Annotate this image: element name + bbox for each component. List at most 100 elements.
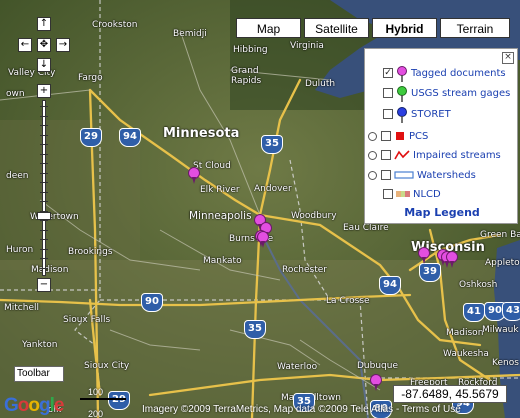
zoom-tick: [40, 267, 48, 269]
zoom-tick: [40, 115, 48, 117]
zoom-tick: [40, 106, 48, 107]
pan-center-button[interactable]: ✥: [37, 38, 51, 52]
zoom-tick: [40, 125, 48, 126]
map-type-satellite-button[interactable]: Satellite: [304, 18, 369, 38]
zoom-tick: [40, 191, 48, 193]
tagged-document-marker[interactable]: [446, 251, 458, 268]
legend-item-pcs: PCS: [365, 129, 428, 143]
legend-item-watersheds: Watersheds: [365, 168, 476, 182]
legend-checkbox[interactable]: [381, 170, 391, 180]
place-label: Bemidji: [173, 29, 207, 39]
legend-radio[interactable]: [368, 131, 377, 141]
place-label: La Crosse: [326, 296, 370, 306]
scale-bar: [80, 398, 126, 400]
legend-checkbox[interactable]: [383, 88, 393, 98]
place-label: Virginia: [290, 41, 324, 51]
place-label: Dubuque: [357, 361, 399, 371]
zoom-tick: [40, 220, 48, 221]
map-type-terrain-button[interactable]: Terrain: [440, 18, 510, 38]
legend-item-nlcd: NLCD: [383, 187, 441, 201]
zoom-tick: [40, 144, 48, 145]
place-label: Kenos: [492, 358, 519, 368]
legend-radio[interactable]: [368, 170, 377, 180]
highway-shield: 80: [370, 400, 392, 418]
nlcd-swatch-icon: [396, 187, 410, 201]
highway-shield: 35: [293, 393, 315, 412]
tagged-document-marker[interactable]: [257, 231, 269, 248]
place-label: Brookings: [68, 247, 113, 257]
map-type-map-button[interactable]: Map: [236, 18, 301, 38]
zoom-tick: [40, 182, 48, 183]
legend-radio[interactable]: [368, 150, 377, 160]
map-legend-panel: × ✓ Tagged documents USGS stream gages S…: [364, 48, 518, 224]
legend-item-label: PCS: [409, 130, 429, 142]
place-label: Waterloo: [277, 362, 318, 372]
place-label: Woodbury: [291, 211, 337, 221]
place-label: Huron: [6, 245, 34, 255]
red-line-icon: [394, 148, 410, 162]
place-label: Rochester: [282, 265, 327, 275]
legend-item-tagged-documents: ✓ Tagged documents: [383, 66, 506, 82]
highway-shield: 29: [80, 128, 102, 147]
green-pin-icon: [396, 86, 408, 102]
highway-shield: 29: [108, 391, 130, 410]
place-label: Waukesha: [443, 349, 489, 359]
legend-item-storet: STORET: [383, 107, 451, 123]
place-label: Elk River: [200, 185, 240, 195]
pan-left-button[interactable]: ←: [18, 38, 32, 52]
blue-rect-icon: [394, 168, 414, 182]
legend-checkbox[interactable]: [381, 131, 391, 141]
google-logo[interactable]: Google: [4, 395, 64, 416]
zoom-slider-track[interactable]: [42, 100, 46, 276]
place-label: Appleto: [485, 258, 520, 268]
highway-shield: 90: [141, 293, 163, 312]
legend-checkbox[interactable]: ✓: [383, 68, 393, 78]
blue-pin-icon: [396, 107, 408, 123]
scale-top-label: 100: [88, 387, 104, 397]
state-label: Minnesota: [163, 126, 240, 141]
map-attribution[interactable]: Imagery ©2009 TerraMetrics, Map data ©20…: [142, 404, 461, 415]
legend-item-label: Watersheds: [417, 169, 476, 181]
place-label: Oshkosh: [459, 280, 498, 290]
highway-shield: 94: [379, 276, 401, 295]
pan-right-button[interactable]: →: [56, 38, 70, 52]
zoom-out-button[interactable]: −: [37, 278, 51, 292]
place-label: Crookston: [92, 20, 138, 30]
highway-shield: 35: [244, 320, 266, 339]
place-label: Watertown: [30, 212, 79, 222]
map-type-hybrid-button[interactable]: Hybrid: [372, 18, 437, 38]
tagged-document-marker[interactable]: [188, 167, 200, 184]
legend-checkbox[interactable]: [381, 150, 391, 160]
place-label: olk: [48, 405, 62, 415]
highway-shield: 43: [502, 302, 520, 321]
pan-up-button[interactable]: ↑: [37, 17, 51, 31]
place-label: Mitchell: [4, 303, 39, 313]
zoom-in-button[interactable]: +: [37, 84, 51, 98]
place-label: Eau Claire: [343, 223, 389, 233]
red-square-icon: [394, 129, 406, 143]
place-label: Madison: [446, 328, 484, 338]
coordinate-readout: -87.6489, 45.5679: [393, 385, 507, 403]
zoom-slider-thumb[interactable]: [37, 212, 51, 220]
place-label: Grand Rapids: [231, 66, 262, 86]
place-label: Sioux Falls: [63, 315, 111, 325]
place-label: own: [6, 89, 25, 99]
legend-item-label: Impaired streams: [413, 149, 501, 161]
toolbar-toggle-button[interactable]: Toolbar: [14, 366, 64, 382]
legend-checkbox[interactable]: [383, 189, 393, 199]
legend-checkbox[interactable]: [383, 109, 393, 119]
place-label: Burnsville: [229, 234, 274, 244]
legend-close-icon[interactable]: ×: [502, 52, 514, 64]
pan-down-button[interactable]: ↓: [37, 58, 51, 72]
tagged-document-marker[interactable]: [418, 247, 430, 264]
place-label: Fargo: [78, 73, 103, 83]
zoom-tick: [40, 172, 48, 174]
zoom-tick: [40, 258, 48, 259]
place-label: Rockford: [458, 378, 498, 388]
zoom-tick: [40, 153, 48, 155]
zoom-slider[interactable]: [37, 100, 51, 276]
zoom-tick: [40, 163, 48, 164]
legend-item-label: Tagged documents: [411, 67, 506, 79]
tagged-document-marker[interactable]: [370, 374, 382, 391]
